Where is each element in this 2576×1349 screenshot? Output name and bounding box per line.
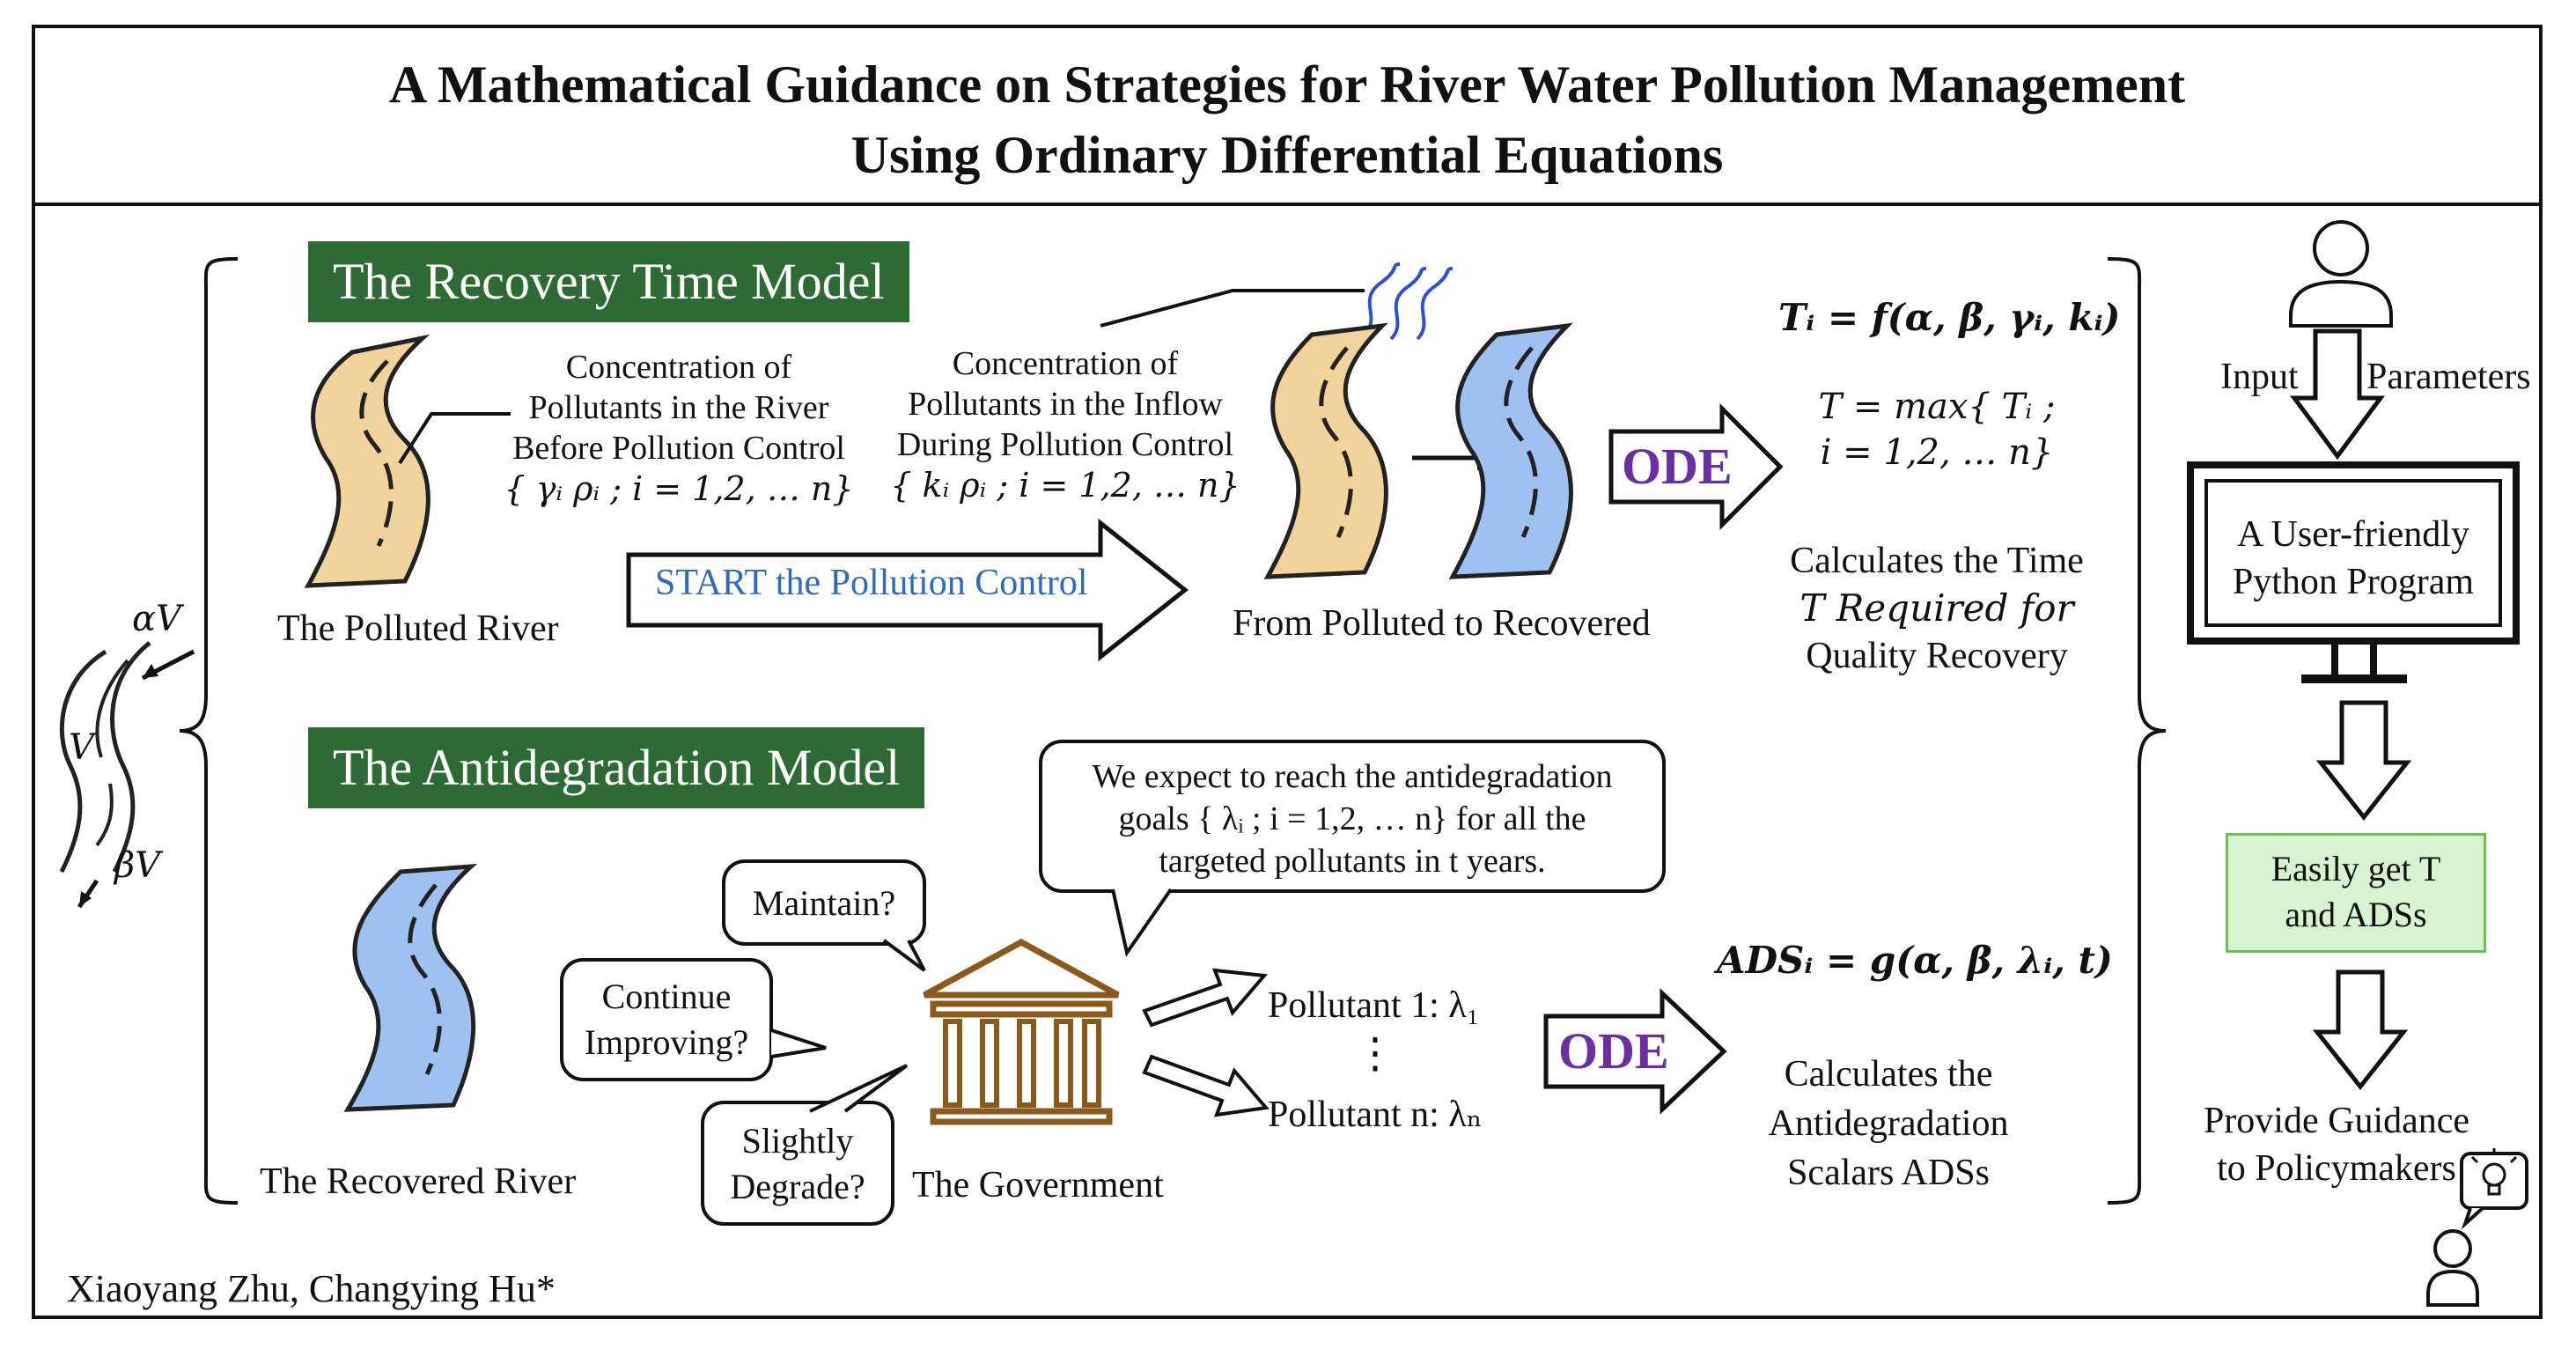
pollutant-n-label: Pollutant n: λₙ bbox=[1268, 1095, 1483, 1135]
ode-arrow-antidegradation bbox=[1543, 988, 1727, 1115]
bubble-maintain-tail bbox=[882, 939, 926, 972]
ode-arrow-recovery bbox=[1608, 402, 1784, 531]
max-formula: T = max{ Tᵢ ; i = 1,2, … n} bbox=[1818, 387, 2056, 473]
title-box: A Mathematical Guidance on Strategies fo… bbox=[32, 25, 2543, 206]
polluted-river-icon bbox=[304, 334, 431, 588]
bubble-continue-improving: Continue Improving? bbox=[560, 958, 773, 1081]
guidance-text: Provide Guidance to Policymakers bbox=[2203, 1101, 2470, 1189]
program-output-arrow bbox=[2315, 700, 2412, 822]
polluted-river-label: The Polluted River bbox=[277, 608, 559, 649]
transition-recovered-river-icon bbox=[1448, 322, 1573, 579]
pollutant-dots: ⋮ bbox=[1354, 1030, 1396, 1077]
bubble-degrade-tail bbox=[809, 1064, 909, 1113]
antidegradation-formula: ADSᵢ = g(α, β, λᵢ, t) bbox=[1717, 939, 2113, 982]
monitor-stand bbox=[2301, 643, 2407, 683]
recovery-formula: Tᵢ = f(α, β, γᵢ, kᵢ) bbox=[1778, 296, 2121, 339]
river-concentration-text: Concentration of Pollutants in the River… bbox=[504, 349, 854, 508]
right-brace bbox=[2107, 257, 2167, 1205]
pollutant-arrow-1 bbox=[1142, 968, 1268, 1028]
antidegradation-calc-text: Calculates the Antidegradation Scalars A… bbox=[1768, 1054, 2009, 1193]
v-label: V bbox=[69, 727, 94, 768]
start-arrow[interactable] bbox=[625, 518, 1189, 662]
concentration-pointer bbox=[398, 412, 511, 465]
inflow-waves-icon bbox=[1363, 262, 1454, 341]
ode-label-recovery: ODE bbox=[1622, 438, 1733, 495]
ode-label-antidegradation: ODE bbox=[1558, 1022, 1669, 1080]
inflow-concentration-text: Concentration of Pollutants in the Inflo… bbox=[890, 345, 1240, 505]
expectation-bubble: We expect to reach the antidegradation g… bbox=[1039, 740, 1666, 893]
recovered-river-icon bbox=[343, 863, 478, 1112]
bubble-continue-tail bbox=[770, 1028, 827, 1058]
policymaker-idea-icon bbox=[2426, 1148, 2528, 1307]
left-brace bbox=[179, 257, 239, 1205]
government-building-icon bbox=[923, 939, 1120, 1125]
beta-v-label: βV bbox=[114, 845, 161, 886]
pollutant-1-label: Pollutant 1: λ₁ bbox=[1268, 985, 1480, 1026]
bubble-maintain: Maintain? bbox=[722, 859, 926, 946]
inflow-pointer bbox=[1100, 289, 1365, 328]
transition-label: From Polluted to Recovered bbox=[1233, 603, 1651, 644]
input-arrow bbox=[2290, 328, 2385, 461]
user-icon bbox=[2289, 220, 2393, 328]
recovered-river-label: The Recovered River bbox=[260, 1161, 577, 1202]
input-label: Input bbox=[2220, 357, 2299, 397]
antidegradation-model-banner: The Antidegradation Model bbox=[308, 727, 925, 808]
monitor[interactable]: A User-friendly Python Program bbox=[2187, 461, 2520, 645]
authors: Xiaoyang Zhu, Changying Hu* bbox=[67, 1267, 556, 1310]
expectation-bubble-tail bbox=[1111, 888, 1173, 957]
bubble-slightly-degrade: Slightly Degrade? bbox=[701, 1101, 894, 1226]
transition-polluted-river-icon bbox=[1263, 322, 1388, 579]
side-river-sketch bbox=[59, 641, 195, 909]
title-line-2: Using Ordinary Differential Equations bbox=[850, 126, 1724, 184]
pollutant-arrow-n bbox=[1142, 1054, 1270, 1117]
monitor-program-text: A User-friendly Python Program bbox=[2232, 514, 2475, 602]
title-line-1: A Mathematical Guidance on Strategies fo… bbox=[388, 55, 2186, 114]
parameters-label: Parameters bbox=[2366, 357, 2531, 397]
government-label: The Government bbox=[912, 1165, 1164, 1205]
recovery-calc-text: Calculates the Time T Required for Quali… bbox=[1790, 541, 2084, 676]
recovery-model-banner: The Recovery Time Model bbox=[308, 241, 909, 322]
start-arrow-label: START the Pollution Control bbox=[655, 563, 1088, 603]
guidance-arrow bbox=[2312, 969, 2409, 1091]
alpha-v-label: αV bbox=[132, 599, 181, 639]
result-box: Easily get T and ADSs bbox=[2226, 833, 2486, 953]
